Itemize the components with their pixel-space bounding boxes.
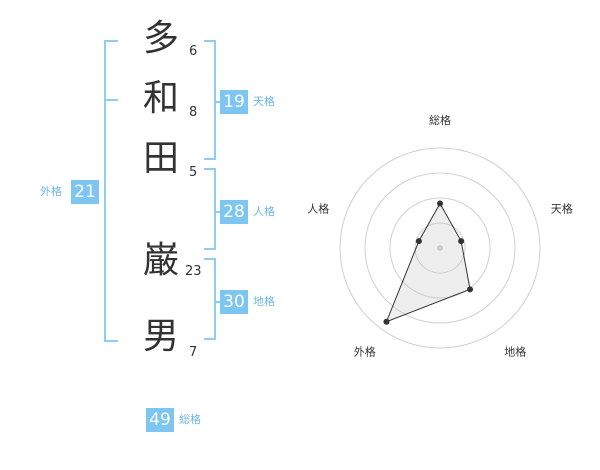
name-char-3: 田 [142,138,179,179]
radar-ring-2 [389,197,491,299]
radar-point-1 [437,200,443,207]
stroke-count-1: 6 [189,44,198,59]
radar-axis-label-4: 外格 [354,345,376,359]
radar-polygon [385,202,471,323]
radar-ring-1 [414,222,466,274]
stroke-count-3: 5 [189,165,198,180]
radar-point-5 [415,238,422,245]
chikaku-bracket [204,258,216,340]
radar-axis-label-3: 地格 [504,345,526,359]
gaikaku-bracket-tick [104,99,118,101]
soukaku-value-badge: 49 [146,408,174,432]
radar-axis-label-5: 人格 [307,201,329,215]
jinkaku-connector [214,211,220,213]
soukaku-label: 総格 [179,413,201,426]
jinkaku-value-badge: 28 [220,200,248,224]
gaikaku-bracket [104,40,118,342]
radar-center-dot [437,245,443,251]
radar-point-4 [383,318,390,325]
name-char-4: 巌 [142,240,179,281]
name-char-1: 多 [142,18,179,59]
radar-point-3 [467,286,474,293]
stroke-count-5: 7 [189,345,198,360]
chikaku-label: 地格 [253,295,275,308]
radar-ring-3 [364,172,516,324]
gaikaku-label: 外格 [40,185,62,198]
stroke-count-2: 8 [189,105,198,120]
tenkaku-connector [214,101,220,103]
radar-point-2 [458,238,465,245]
stroke-count-4: 23 [185,264,202,279]
chikaku-connector [214,301,220,303]
chikaku-value-badge: 30 [220,290,248,314]
tenkaku-value-badge: 19 [220,90,248,114]
jinkaku-bracket [204,168,216,250]
tenkaku-label: 天格 [253,95,275,108]
name-char-5: 男 [142,316,179,357]
name-char-2: 和 [142,78,179,119]
jinkaku-label: 人格 [253,205,275,218]
radar-axis-label-2: 天格 [551,201,573,215]
radar-axis-label-1: 総格 [429,113,451,127]
radar-ring-4 [339,147,541,349]
gaikaku-value-badge: 21 [71,180,99,204]
tenkaku-bracket [204,40,216,160]
